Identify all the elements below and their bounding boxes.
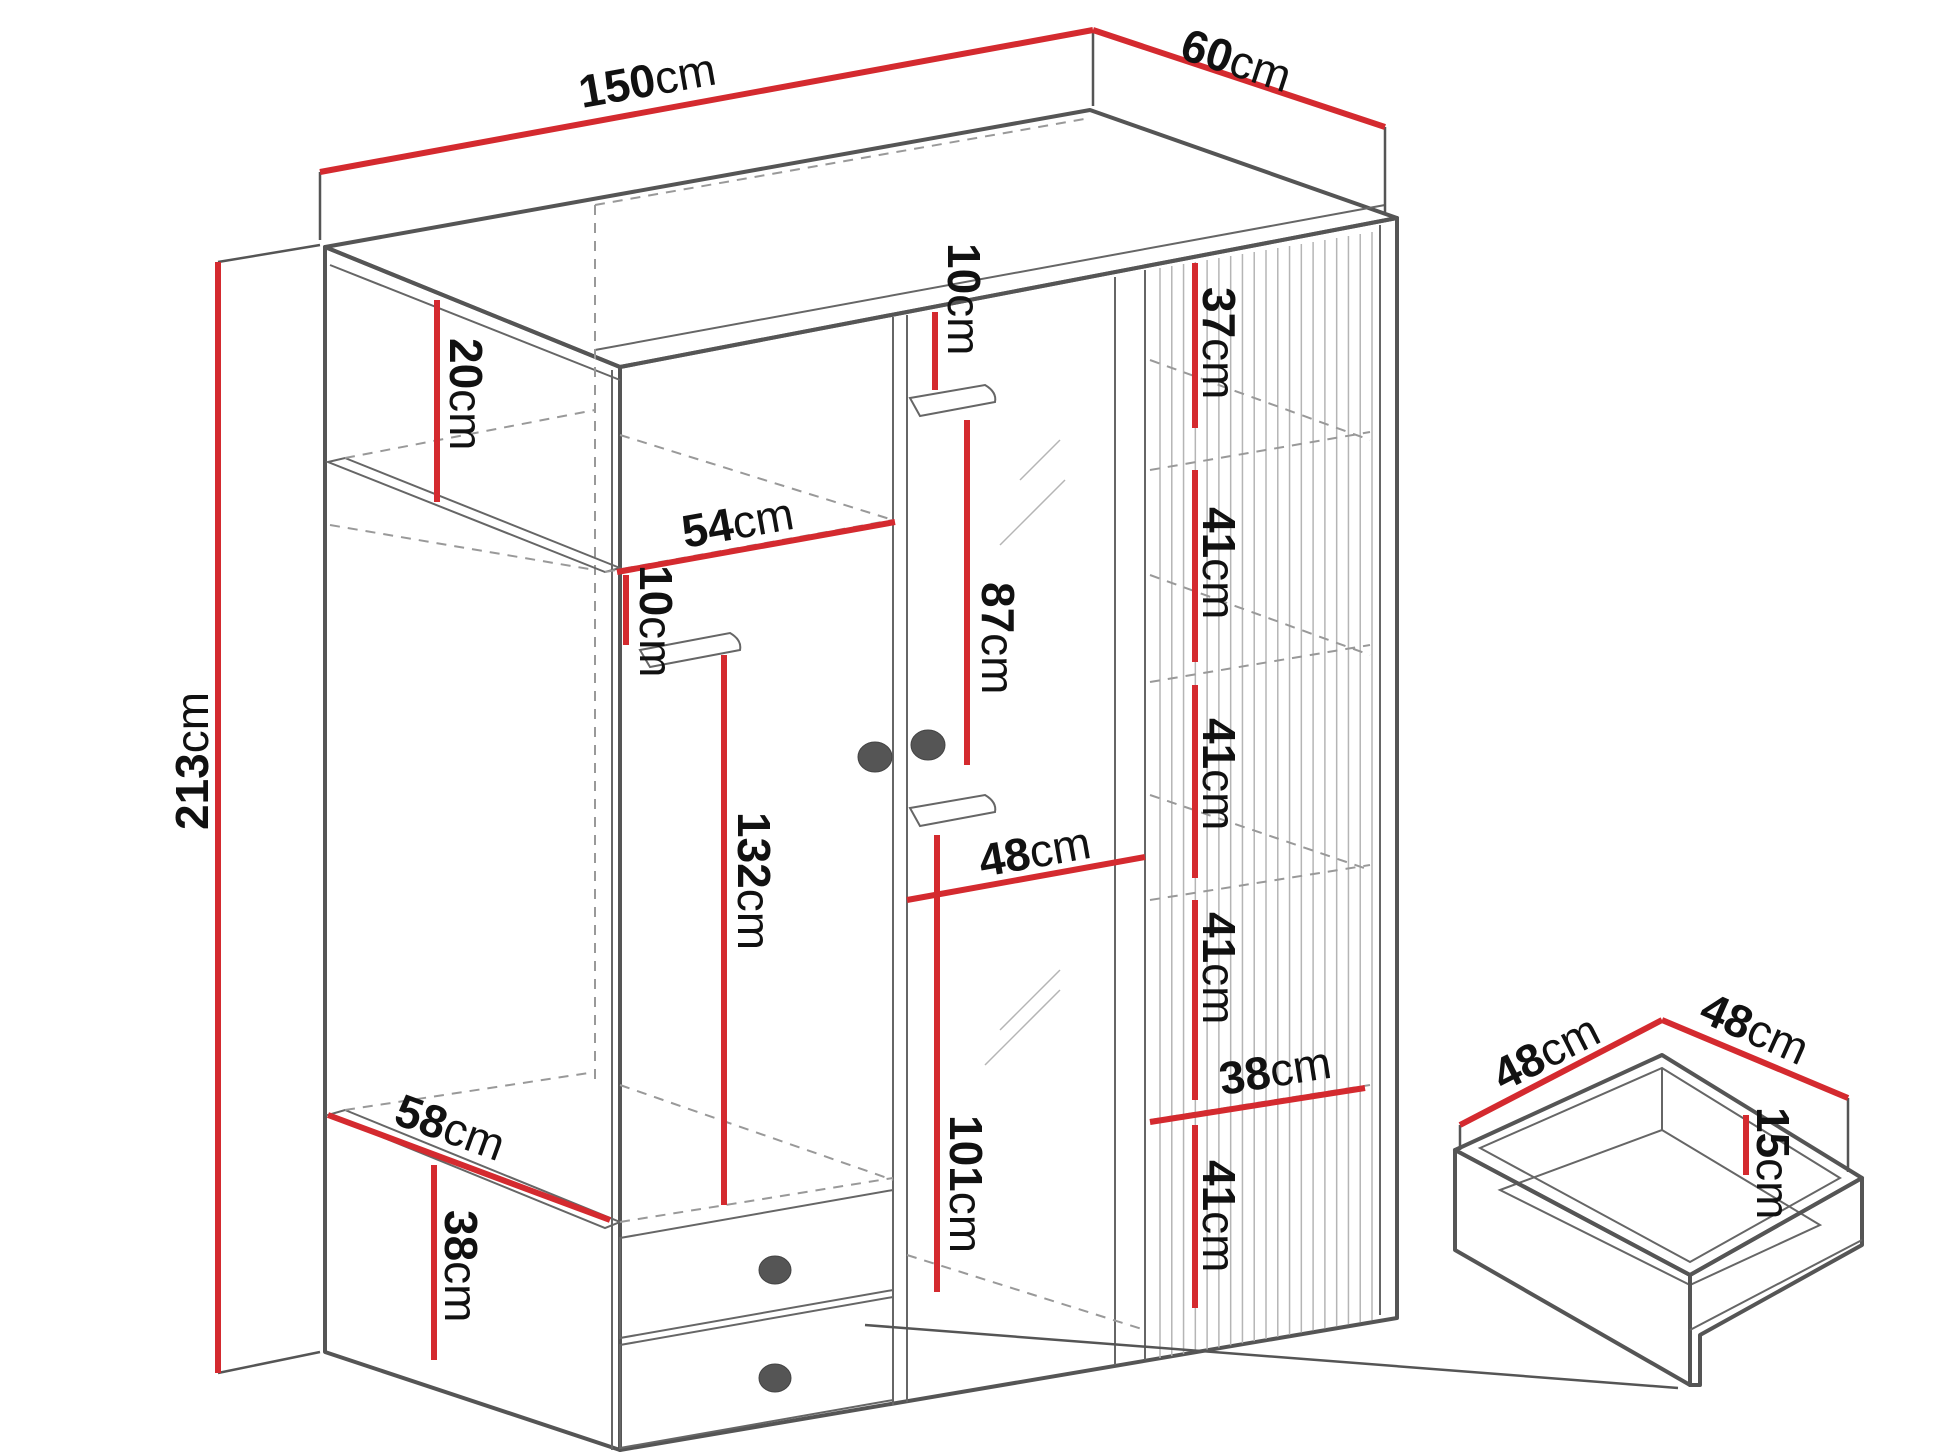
left-door-knob	[857, 741, 893, 773]
fluted-door	[1159, 232, 1373, 1358]
hanging-rail-left	[638, 631, 742, 669]
leader-to-drawer-detail	[864, 1323, 1679, 1390]
dim-line-width	[319, 27, 1094, 175]
label-right-shelf-1: 41cm	[1193, 507, 1245, 620]
label-hanging-mid-low: 101cm	[940, 1115, 992, 1253]
mirror-reflection-1	[1019, 439, 1061, 481]
dim-line-shelf-width	[616, 519, 896, 575]
left-compartment	[324, 409, 894, 1230]
dim-line-right-width	[1149, 1085, 1366, 1125]
drawer-detail-inner-rim	[1477, 1066, 1842, 1264]
shelf-diagonal	[619, 434, 894, 521]
mirror-reflection-3	[999, 969, 1061, 1031]
label-right-top: 37cm	[1193, 287, 1245, 400]
drawer-detail-side-rail	[1689, 1239, 1863, 1331]
hanging-rail-mid-top	[908, 383, 997, 418]
bottom-shelf-back	[619, 1177, 894, 1223]
hidden-back-edge-top	[594, 117, 1091, 206]
drawer-detail-floor	[1497, 1128, 1823, 1287]
shelf-under-line	[329, 524, 596, 571]
dim-line-drawer-width	[1458, 1017, 1664, 1128]
inner-top-back-edge	[594, 204, 1386, 351]
ext-height-top	[217, 243, 321, 264]
mid-floor-diagonal	[906, 1254, 1146, 1331]
wardrobe-body	[323, 108, 1399, 1452]
label-width: 150cm	[575, 43, 720, 118]
drawer-lower	[619, 1295, 894, 1450]
left-top-shelf-back	[344, 409, 596, 459]
extension-lines	[217, 30, 1850, 1390]
label-right-shelf-4: 41cm	[1193, 1160, 1245, 1273]
right-shelf-line-2	[1149, 644, 1371, 683]
hanging-rail-mid-low	[908, 793, 997, 828]
wardrobe-front	[618, 216, 1399, 1452]
label-rail-gap-left: 10cm	[630, 565, 682, 678]
label-hanging-mid-top: 87cm	[972, 582, 1024, 695]
dim-line-mid-width	[906, 854, 1146, 903]
right-shelf-diag-1	[1149, 359, 1371, 441]
mirror-reflection-4	[984, 989, 1061, 1066]
dim-line-depth	[1092, 27, 1386, 130]
bottom-shelf-diagonal	[619, 1084, 894, 1181]
right-shelf-diag-2	[1149, 574, 1371, 656]
label-drawer-height: 15cm	[1747, 1107, 1799, 1220]
mirror-door	[857, 383, 1146, 1331]
left-bottom-shelf-back	[344, 1071, 596, 1111]
label-mid-width: 48cm	[975, 816, 1095, 887]
drawer-detail	[1453, 1053, 1864, 1387]
right-shelf-line-1	[1149, 431, 1371, 471]
right-shelf-diag-3	[1149, 794, 1371, 871]
right-compartment-shelves	[1149, 359, 1371, 1121]
label-right-shelf-3: 41cm	[1193, 912, 1245, 1025]
ext-height-bottom	[217, 1350, 321, 1375]
drawer-upper-knob	[758, 1255, 792, 1285]
drawer-detail-side	[1688, 1176, 1864, 1387]
dimension-lines	[215, 27, 1850, 1373]
right-shelf-line-3	[1149, 864, 1371, 901]
dim-line-bottom-shelf	[326, 1112, 612, 1223]
label-left-top-gap: 20cm	[440, 338, 492, 451]
inner-top-edge	[329, 264, 621, 381]
label-shelf-width: 54cm	[678, 487, 798, 558]
label-depth: 60cm	[1175, 18, 1298, 102]
drawer-lower-knob	[758, 1363, 792, 1393]
label-height: 213cm	[166, 692, 218, 830]
label-rail-gap-mid: 10cm	[938, 243, 990, 356]
drawers	[619, 1188, 894, 1450]
label-right-shelf-2: 41cm	[1193, 718, 1245, 831]
dim-line-drawer-depth	[1660, 1017, 1850, 1101]
drawer-upper	[619, 1188, 894, 1340]
mirror-reflection-2	[999, 479, 1066, 546]
label-right-width: 38cm	[1215, 1036, 1334, 1105]
dimension-labels: 150cm 60cm 213cm 20cm 54cm 10cm 132cm 58…	[166, 18, 1817, 1322]
mid-door-knob	[910, 729, 946, 761]
label-bottom-height: 38cm	[435, 1210, 487, 1323]
left-top-shelf	[324, 456, 624, 574]
label-hanging-left: 132cm	[728, 812, 780, 950]
